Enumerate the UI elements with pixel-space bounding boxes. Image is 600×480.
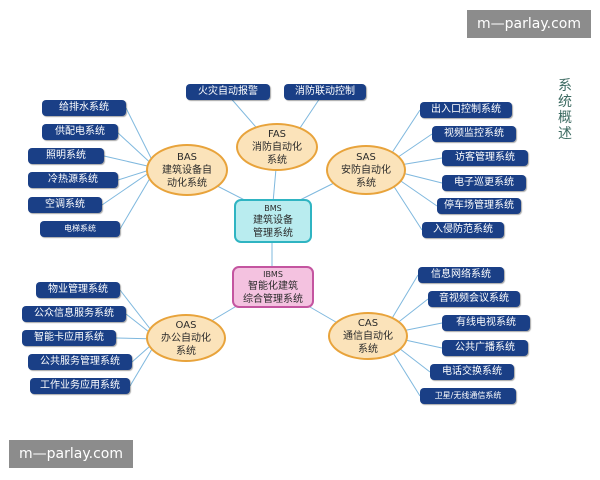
sas-item-visitor-management: 访客管理系统 xyxy=(442,150,528,166)
bms-node: BMS 建筑设备 管理系统 xyxy=(234,199,312,243)
bms-name-line2: 管理系统 xyxy=(253,227,293,239)
watermark-top: m—parlay.com xyxy=(467,10,591,38)
fas-code: FAS xyxy=(267,128,287,140)
fas-node: FAS 消防自动化 系统 xyxy=(236,123,318,171)
watermark-bottom: m—parlay.com xyxy=(9,440,133,468)
sas-item-guard-patrol: 电子巡更系统 xyxy=(442,175,526,191)
cas-item-cable-tv: 有线电视系统 xyxy=(442,315,530,331)
cas-name-line2: 系统 xyxy=(358,343,378,355)
oas-name-line1: 办公自动化 xyxy=(161,332,211,344)
oas-item-smart-card: 智能卡应用系统 xyxy=(22,330,116,346)
sas-item-intrusion-prevention: 入侵防范系统 xyxy=(422,222,504,238)
cas-item-satellite-wireless: 卫星/无线通信系统 xyxy=(420,388,516,404)
sas-node: SAS 安防自动化 系统 xyxy=(326,145,406,195)
side-title-char: 统 xyxy=(558,94,572,110)
ibms-code: IBMS xyxy=(263,269,283,279)
bas-item-lighting: 照明系统 xyxy=(28,148,104,164)
bas-item-power: 供配电系统 xyxy=(42,124,118,140)
side-title-char: 系 xyxy=(558,78,572,94)
sas-code: SAS xyxy=(356,151,376,163)
cas-code: CAS xyxy=(357,317,379,329)
side-title-char: 概 xyxy=(558,110,572,126)
ibms-name-line2: 综合管理系统 xyxy=(243,293,303,305)
oas-item-business-application: 工作业务应用系统 xyxy=(30,378,130,394)
oas-code: OAS xyxy=(175,319,197,331)
side-title-char: 述 xyxy=(558,126,572,142)
cas-item-public-broadcast: 公共广播系统 xyxy=(442,340,528,356)
cas-item-telephone-exchange: 电话交换系统 xyxy=(430,364,514,380)
fas-item-fire-linkage: 消防联动控制 xyxy=(284,84,366,100)
bas-name-line1: 建筑设备自 xyxy=(162,164,212,176)
cas-node: CAS 通信自动化 系统 xyxy=(328,312,408,360)
sas-item-video-surveillance: 视频监控系统 xyxy=(432,126,516,142)
cas-item-information-network: 信息网络系统 xyxy=(418,267,504,283)
sas-item-access-control: 出入口控制系统 xyxy=(420,102,512,118)
cas-name-line1: 通信自动化 xyxy=(343,330,393,342)
side-title: 系 统 概 述 xyxy=(556,78,574,142)
ibms-name-line1: 智能化建筑 xyxy=(248,280,298,292)
ibms-node: IBMS 智能化建筑 综合管理系统 xyxy=(232,266,314,308)
oas-name-line2: 系统 xyxy=(176,345,196,357)
sas-name-line2: 系统 xyxy=(356,177,376,189)
sas-name-line1: 安防自动化 xyxy=(341,164,391,176)
fas-item-fire-alarm: 火灾自动报警 xyxy=(186,84,270,100)
cas-item-av-conference: 音视频会议系统 xyxy=(428,291,520,307)
bms-name-line1: 建筑设备 xyxy=(253,214,293,226)
bas-item-elevator: 电梯系统 xyxy=(40,221,120,237)
fas-name-line1: 消防自动化 xyxy=(252,141,302,153)
fas-name-line2: 系统 xyxy=(267,154,287,166)
bms-code: BMS xyxy=(264,203,282,213)
bas-name-line2: 动化系统 xyxy=(167,177,207,189)
bas-code: BAS xyxy=(176,151,198,163)
bas-item-air-conditioning: 空调系统 xyxy=(28,197,102,213)
oas-item-public-info-service: 公众信息服务系统 xyxy=(22,306,126,322)
bas-item-cooling-heating: 冷热源系统 xyxy=(28,172,118,188)
bas-node: BAS 建筑设备自 动化系统 xyxy=(146,144,228,196)
oas-item-public-service-management: 公共服务管理系统 xyxy=(28,354,132,370)
sas-item-parking-management: 停车场管理系统 xyxy=(437,198,521,214)
oas-item-property-management: 物业管理系统 xyxy=(36,282,120,298)
oas-node: OAS 办公自动化 系统 xyxy=(146,314,226,362)
bas-item-water: 给排水系统 xyxy=(42,100,126,116)
